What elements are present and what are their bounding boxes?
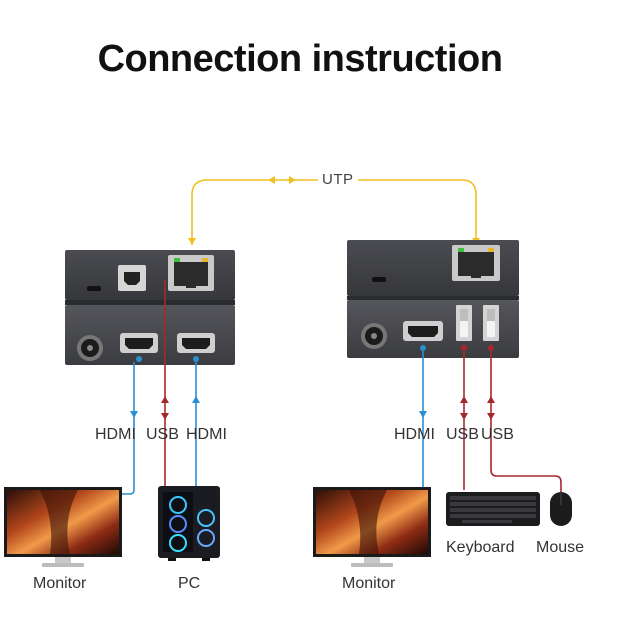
transmitter-usb-cable xyxy=(161,280,169,492)
hdmi-label: HDMI xyxy=(95,426,136,443)
monitor-label: Monitor xyxy=(342,575,396,592)
page-title: Connection instruction xyxy=(97,38,503,80)
rj45-port-icon xyxy=(168,255,214,291)
monitor-label: Monitor xyxy=(33,575,87,592)
power-jack-icon xyxy=(361,323,387,349)
rj45-port-icon xyxy=(452,245,500,281)
micro-usb-port-icon xyxy=(87,286,101,291)
micro-usb-port-icon xyxy=(372,277,386,282)
monitor-icon xyxy=(4,487,122,567)
monitor-icon xyxy=(313,487,431,567)
hdmi-label: HDMI xyxy=(186,426,227,443)
keyboard-label: Keyboard xyxy=(446,539,515,556)
pc-label: PC xyxy=(178,575,201,592)
hdmi-port-icon xyxy=(177,333,215,353)
usb-a-port-icon xyxy=(483,305,499,341)
transmitter-hdmi-in-cable xyxy=(192,362,200,492)
receiver-unit xyxy=(347,240,519,358)
utp-cable xyxy=(188,176,480,245)
receiver-usb-mouse-cable xyxy=(487,351,562,492)
transmitter-hdmi-out-cable xyxy=(120,362,138,495)
pc-tower-icon xyxy=(158,486,220,561)
receiver-hdmi-out-cable xyxy=(419,351,427,490)
usb-label: USB xyxy=(481,426,514,443)
usb-a-port-icon xyxy=(456,305,472,341)
usb-label: USB xyxy=(146,426,179,443)
hdmi-port-icon xyxy=(120,333,158,353)
hdmi-label: HDMI xyxy=(394,426,435,443)
mouse-label: Mouse xyxy=(536,539,585,556)
receiver-usb-keyboard-cable xyxy=(460,351,468,490)
power-jack-icon xyxy=(77,335,103,361)
transmitter-unit xyxy=(65,250,235,365)
mouse-icon xyxy=(550,492,572,526)
hdmi-port-icon xyxy=(403,321,443,341)
usb-b-port-icon xyxy=(118,265,146,291)
utp-label: UTP xyxy=(322,171,354,188)
usb-label: USB xyxy=(446,426,479,443)
keyboard-icon xyxy=(446,492,540,526)
